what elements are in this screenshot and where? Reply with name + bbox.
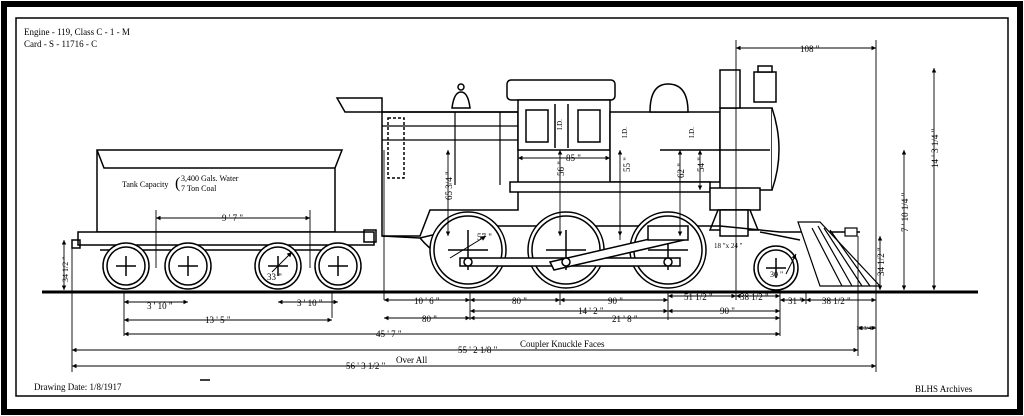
- boiler-id-1: I.D.: [621, 127, 629, 138]
- engine-label: Engine - 119, Class C - 1 - M: [24, 27, 130, 37]
- dim-3-10-b: 3 ' 10 ": [297, 298, 323, 308]
- tender-wheel-1: [102, 242, 150, 290]
- tank-coal: 7 Ton Coal: [181, 184, 217, 193]
- tender-wheel-dia-arrow: [271, 251, 293, 273]
- dim-38-b: 38 1/2 ": [822, 296, 851, 306]
- dim-3-10-a: 3 ' 10 ": [147, 301, 173, 311]
- cylinder-size: 18 "x 24 ": [714, 242, 743, 250]
- archives-credit: BLHS Archives: [915, 384, 973, 394]
- tender-wheel-2: [164, 242, 212, 290]
- dim-65-3-4: 65 3/4 ": [444, 171, 454, 200]
- overall-label: Over All: [396, 355, 428, 365]
- dim-21-8: 21 ' 8 ": [612, 314, 638, 324]
- tender-wheel-dia: 33 ": [267, 272, 282, 282]
- pilot: [797, 221, 882, 287]
- tank-water: 3,400 Gals. Water: [181, 174, 239, 183]
- dim-7-10: 7 ' 10 1/4 ": [900, 192, 910, 232]
- dim-45-7: 45 ' 7 ": [376, 329, 402, 339]
- dimension-labels: 108 " 14 ' 3 1/4 " 7 ' 10 1/4 " 34 1/2 "…: [61, 44, 940, 371]
- tender: [71, 149, 377, 251]
- dim-38-a: 38 1/2 ": [740, 292, 769, 302]
- dim-80-b: 80 ": [422, 314, 437, 324]
- dim-10-6: 10 ' 6 ": [414, 296, 440, 306]
- dim-56: 56 ": [556, 161, 566, 176]
- dim-108: 108 ": [800, 44, 820, 54]
- dim-62: 62 ": [676, 163, 686, 178]
- tank-capacity-label: Tank Capacity: [122, 180, 168, 189]
- dimension-lines: [61, 40, 937, 372]
- dim-55-2: 55 ' 2 1/8 ": [458, 345, 498, 355]
- dim-80-a: 80 ": [512, 296, 527, 306]
- side-rods: [459, 225, 689, 271]
- dim-54: 54 ": [696, 157, 706, 172]
- running-board: [509, 181, 761, 237]
- coupler-faces-label: Coupler Knuckle Faces: [520, 339, 605, 349]
- dim-90-a: 90 ": [608, 296, 623, 306]
- dim-31: 31 ": [788, 296, 803, 306]
- pilot-wheel: [753, 245, 799, 291]
- drawing-date: Drawing Date: 1/8/1917: [34, 382, 122, 392]
- boiler: [609, 65, 780, 191]
- pilot-wheel-dia-arrow: [785, 253, 797, 275]
- dim-9-7: 9 ' 7 ": [222, 213, 243, 223]
- bell: [451, 83, 471, 109]
- dim-51: 51 1/2 ": [684, 292, 713, 302]
- dim-13-5: 13 ' 5 ": [205, 315, 231, 325]
- dim-56-3: 56 ' 3 1/2 ": [346, 361, 386, 371]
- dim-14-2: 14 ' 2 ": [578, 306, 604, 316]
- driver-dia-arrow: [449, 235, 487, 259]
- dim-90-b: 90 ": [720, 306, 735, 316]
- cab-upper: [506, 79, 616, 151]
- dim-10-3-4: 10 3/4 ": [856, 326, 876, 332]
- dim-34-left: 34 1/2 ": [61, 257, 70, 283]
- dim-85: 85 ": [566, 153, 581, 163]
- dim-14-3: 14 ' 3 1/4 ": [930, 128, 940, 168]
- dim-55: 55 ": [622, 157, 632, 172]
- cab-id-1: I.D.: [556, 119, 564, 130]
- driver-wheel-2: [527, 211, 605, 289]
- cab: [335, 97, 519, 237]
- boiler-id-2: I.D.: [688, 127, 696, 138]
- tank-brace: (: [175, 175, 180, 192]
- card-label: Card - S - 11716 - C: [24, 39, 97, 49]
- pilot-wheel-dia: 30 ": [770, 270, 783, 279]
- driver-wheel-1: [429, 211, 507, 289]
- tender-wheel-4: [314, 242, 362, 290]
- dim-34-right: 34 1/2 ": [876, 247, 886, 276]
- inner-frame: [15, 17, 1009, 397]
